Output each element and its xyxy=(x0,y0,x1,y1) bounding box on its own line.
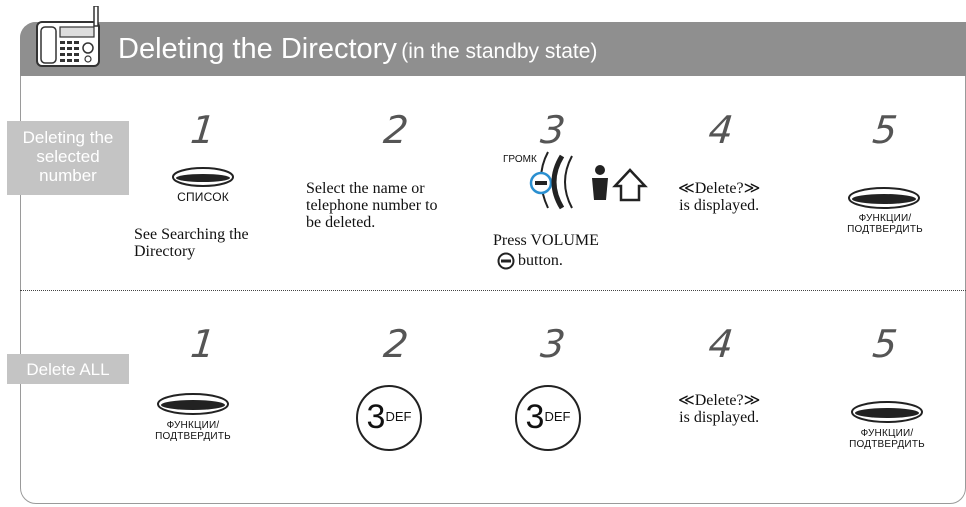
label-line: ФУНКЦИИ/ xyxy=(166,420,220,431)
step-number: 1 xyxy=(188,108,218,152)
key-letters: DEF xyxy=(385,409,412,424)
row-label-line: selected xyxy=(36,147,100,166)
function-confirm-label: ФУНКЦИИ/ ПОДТВЕРДИТЬ xyxy=(842,428,932,450)
key-letters: DEF xyxy=(544,409,571,424)
step-number: 5 xyxy=(870,322,900,366)
step-number: 2 xyxy=(381,108,411,152)
row-label-delete-selected: Deleting the selected number xyxy=(7,121,129,195)
text-line: ≪Delete?≫ xyxy=(678,180,761,197)
function-confirm-button-icon xyxy=(851,401,923,423)
text-line: is displayed. xyxy=(679,409,760,426)
label-line: ПОДТВЕРДИТЬ xyxy=(155,431,231,442)
function-confirm-label: ФУНКЦИИ/ ПОДТВЕРДИТЬ xyxy=(148,420,238,442)
key-3-def-button: 3DEF xyxy=(515,385,581,451)
text-line: Select the name or xyxy=(306,180,425,197)
key-digit: 3 xyxy=(525,398,545,436)
step-text: ≪Delete?≫ is displayed. xyxy=(678,392,760,426)
title-main: Deleting the Directory xyxy=(118,33,397,65)
row-label-line: number xyxy=(39,166,97,185)
section-header xyxy=(20,22,966,76)
key-3-def-button: 3DEF xyxy=(356,385,422,451)
function-confirm-button-icon xyxy=(848,187,920,209)
row-label-delete-all: Delete ALL xyxy=(7,354,129,384)
label-line: ФУНКЦИИ/ xyxy=(858,213,912,224)
text-line: ≪Delete?≫ xyxy=(678,392,761,409)
step-number: 1 xyxy=(188,322,218,366)
list-button-icon xyxy=(172,167,234,187)
text-line: be deleted. xyxy=(306,214,376,231)
label-line: ПОДТВЕРДИТЬ xyxy=(849,439,925,450)
function-confirm-label: ФУНКЦИИ/ ПОДТВЕРДИТЬ xyxy=(840,213,930,235)
step-number: 3 xyxy=(538,322,568,366)
text-line: See Searching the xyxy=(134,226,249,243)
text-line: Press VOLUME xyxy=(493,232,599,249)
label-line: ПОДТВЕРДИТЬ xyxy=(847,224,923,235)
step-number: 5 xyxy=(870,108,900,152)
step-number: 2 xyxy=(381,322,411,366)
page-frame xyxy=(20,22,966,504)
label-line: ФУНКЦИИ/ xyxy=(860,428,914,439)
step-text: See Searching the Directory xyxy=(134,226,249,260)
section-divider xyxy=(20,290,966,291)
telephone-icon xyxy=(36,6,100,67)
page-title: Deleting the Directory (in the standby s… xyxy=(118,33,597,66)
step-number: 4 xyxy=(706,108,736,152)
list-button-label: СПИСОК xyxy=(177,190,229,204)
volume-label: ГРОМК xyxy=(503,154,537,165)
step-text: Select the name or telephone number to b… xyxy=(306,180,438,231)
step-number: 3 xyxy=(538,108,568,152)
step-number: 4 xyxy=(706,322,736,366)
minus-button-icon xyxy=(497,252,515,270)
function-confirm-button-icon xyxy=(157,393,229,415)
step-text: Press VOLUME xyxy=(493,232,599,249)
title-sub: (in the standby state) xyxy=(401,40,598,63)
volume-button-icon xyxy=(529,151,648,210)
text-line: Directory xyxy=(134,243,196,260)
text-line: is displayed. xyxy=(679,197,760,214)
step-text: ≪Delete?≫ is displayed. xyxy=(678,180,760,214)
text-line: telephone number to xyxy=(306,197,438,214)
row-label-line: Deleting the xyxy=(22,128,114,147)
step-text: button. xyxy=(518,252,563,269)
key-digit: 3 xyxy=(366,398,386,436)
